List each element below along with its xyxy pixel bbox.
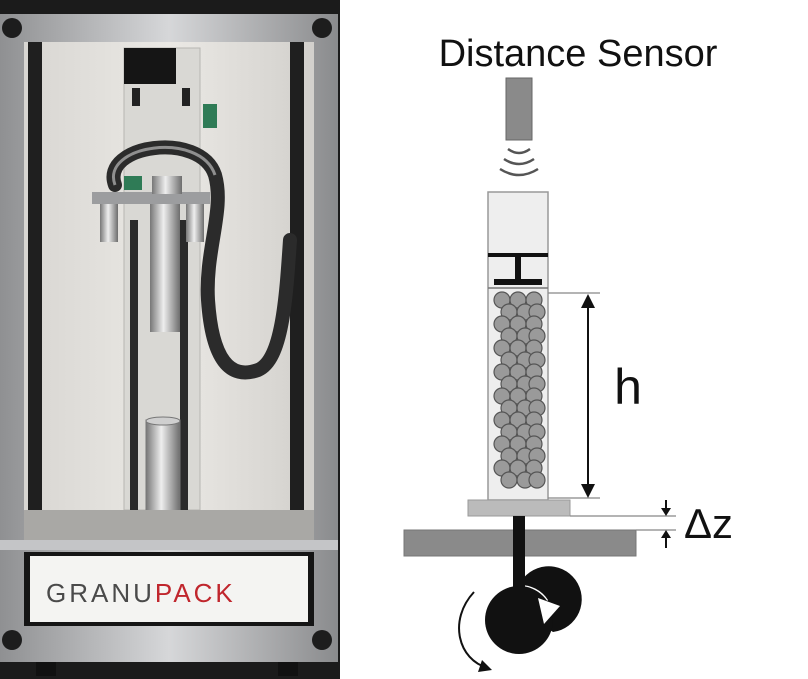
carriage-post [100, 204, 118, 242]
cam-wheel [485, 586, 553, 654]
piston-stem [515, 257, 521, 279]
green-connector [124, 176, 142, 190]
powder-grain [500, 471, 518, 489]
powder-grains [493, 291, 546, 489]
piston-plate [494, 279, 542, 285]
right-rail [290, 42, 304, 542]
sensor-cable [111, 145, 217, 186]
granupack-instrument-photo: GRANUPACK [0, 0, 340, 679]
column-guide-left [130, 220, 138, 510]
carriage-post [186, 204, 204, 242]
measurement-schematic: Distance Sensor h Δz [403, 33, 733, 672]
green-sensor-unit [203, 104, 217, 128]
mount-bolt [132, 88, 140, 106]
corner-bolt-icon [2, 630, 22, 650]
sensor-wave-icon [499, 147, 539, 177]
height-label: h [614, 359, 642, 415]
rotation-arrow-icon [458, 591, 489, 669]
corner-bolt-icon [2, 18, 22, 38]
mount-bolt [182, 88, 190, 106]
brand-logo-text: GRANUPACK [46, 578, 236, 608]
brand-panel [30, 556, 308, 622]
base-ledge [0, 540, 338, 550]
column-guide-right [180, 220, 188, 510]
foot [278, 662, 298, 676]
corner-bolt-icon [312, 18, 332, 38]
cam-notch [538, 598, 560, 624]
piston-head [488, 253, 548, 257]
corner-bolt-icon [312, 630, 332, 650]
dz-arrow-head-bottom [661, 530, 671, 538]
drive-shaft [513, 516, 525, 596]
arrow-head-down [581, 484, 595, 498]
distance-sensor-icon [505, 77, 533, 141]
base-plate [24, 510, 314, 540]
powder-grain [528, 471, 546, 489]
rotation-arrow-head [478, 660, 492, 672]
piston-cap [152, 176, 182, 194]
left-rail [28, 42, 42, 542]
arrow-head-up [581, 294, 595, 308]
dz-arrow-head-top [661, 508, 671, 516]
foot [36, 662, 56, 676]
measurement-tube [145, 419, 181, 525]
tap-height-label: Δz [684, 500, 733, 547]
piston-rod [150, 204, 180, 332]
tube-support-plate [467, 499, 571, 517]
top-mount-block [124, 48, 176, 84]
distance-sensor-label: Distance Sensor [439, 33, 718, 75]
carriage-plate [92, 192, 210, 204]
tube-opening [145, 416, 181, 426]
